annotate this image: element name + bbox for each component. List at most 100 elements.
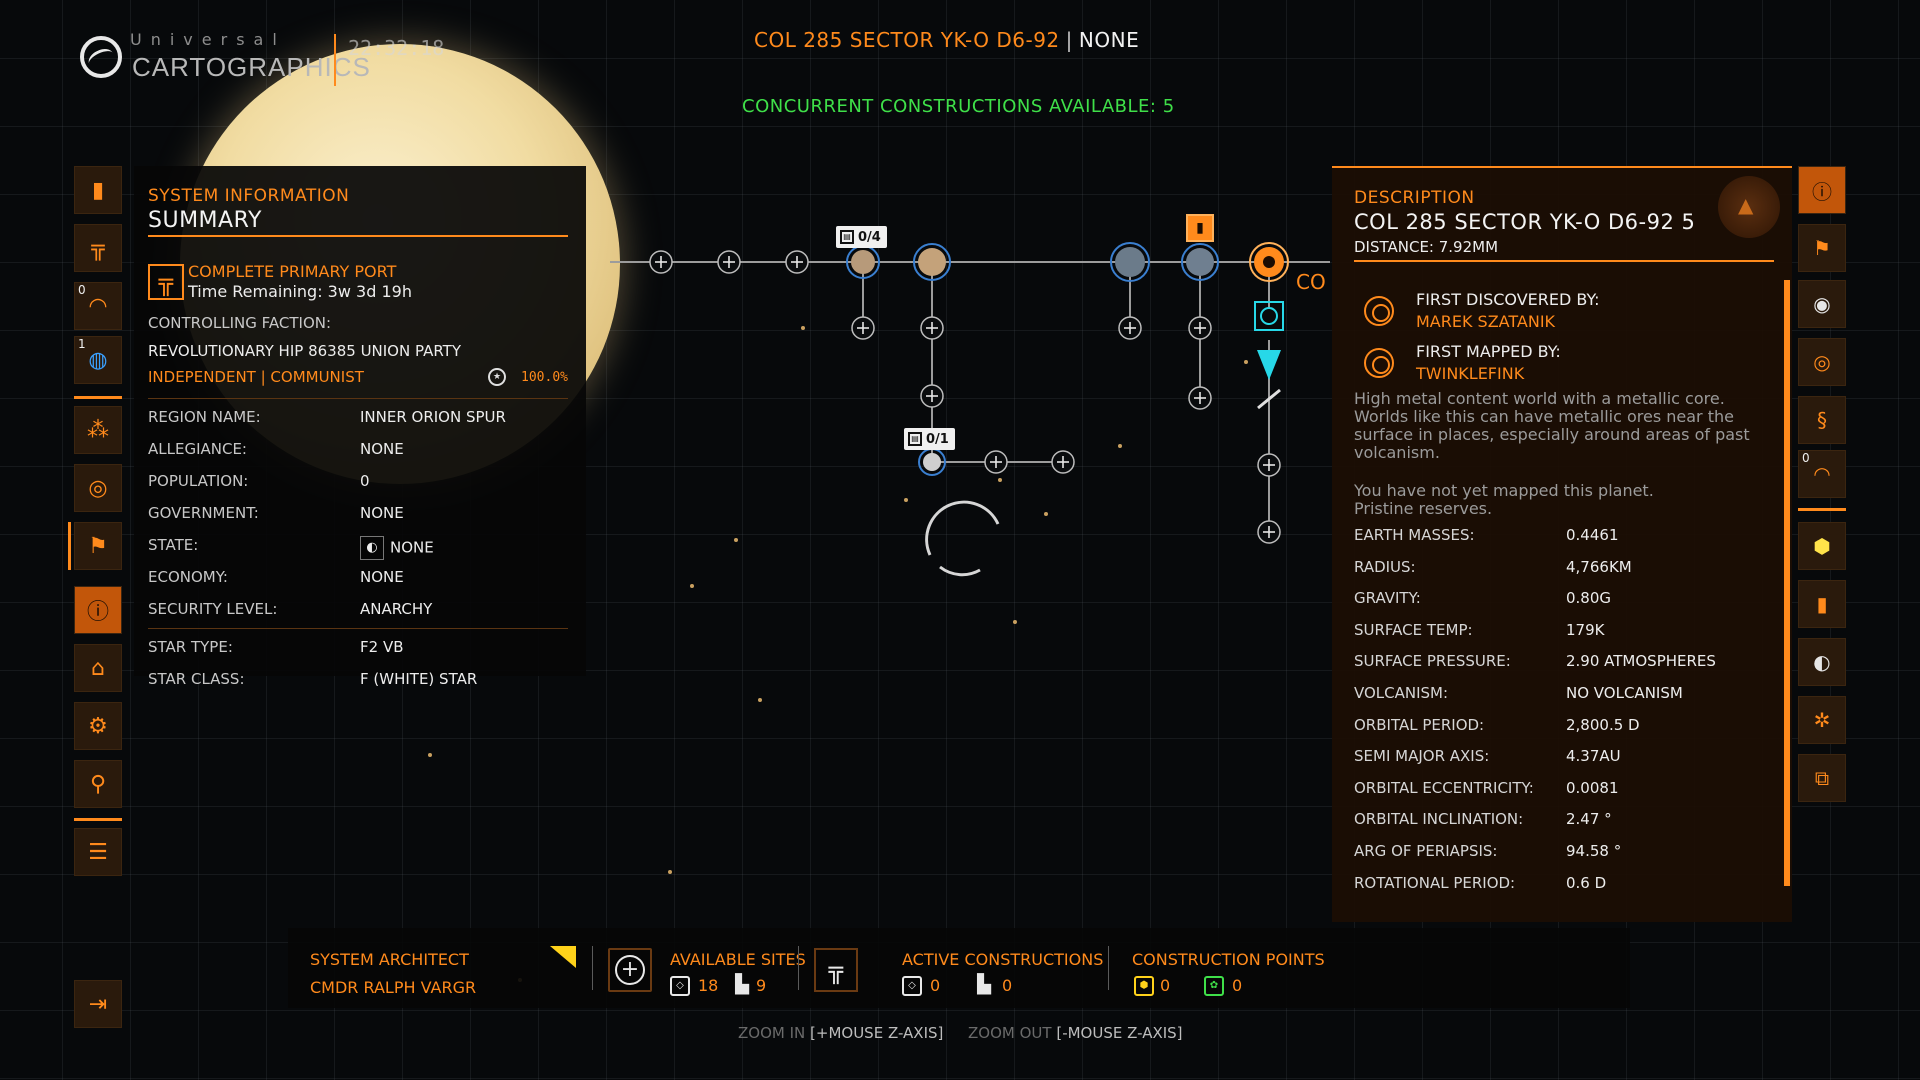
exit-icon[interactable]: ⇥ [74,980,122,1028]
dna-icon[interactable]: § [1798,396,1846,444]
route-icon[interactable]: ⁂ [74,406,122,454]
add-site-node[interactable] [1257,453,1281,477]
construction-icon[interactable]: ╦ [74,224,122,272]
background-star [1118,444,1122,448]
gear-icon[interactable]: ⚙ [74,702,122,750]
flag-icon[interactable]: ⚑ [1798,224,1846,272]
background-star [904,498,908,502]
tier3-points: 0 [1232,976,1243,995]
bookmark-icon[interactable]: ▮ [1798,580,1846,628]
pin-icon[interactable]: ⬢ [1798,522,1846,570]
port-time-remaining: Time Remaining: 3w 3d 19h [188,282,412,301]
globe-icon[interactable]: 1◍ [74,336,122,384]
tier2-points: 0 [1160,976,1171,995]
first-discovered-label: FIRST DISCOVERED BY: [1416,290,1600,309]
zoom-out-hint: ZOOM OUT [-MOUSE Z-AXIS] [968,1024,1183,1042]
construction-button[interactable]: ╦ [814,948,858,992]
background-star [734,538,738,542]
add-site-node[interactable] [920,316,944,340]
property-row: SURFACE TEMP:179K [1354,620,1605,639]
target-icon[interactable]: ◎ [74,464,122,512]
divider [1354,260,1774,262]
mapped-icon [1364,348,1394,378]
planet-node[interactable] [913,243,951,281]
add-site-node[interactable] [984,450,1008,474]
map-partial-label: CO [1296,270,1326,294]
section-label: DESCRIPTION [1354,188,1475,208]
bank-icon[interactable]: ⌂ [74,644,122,692]
surface-site-icon: ▙ [735,974,749,995]
copy-icon[interactable]: ⧉ [1798,754,1846,802]
state-icon: ◐ [360,536,384,560]
add-site-node[interactable] [649,250,673,274]
planet-node[interactable] [846,245,880,279]
system-info-panel: SYSTEM INFORMATION SUMMARY ╦ COMPLETE PR… [134,166,586,688]
divider [148,398,568,399]
faction-label: CONTROLLING FACTION: [148,314,332,332]
tier3-points-icon: ✿ [1204,976,1224,996]
background-star [801,326,805,330]
logo-text-bottom: CARTOGRAPHICS [132,52,371,82]
property-row: VOLCANISM:NO VOLCANISM [1354,684,1683,702]
sidebar-divider [74,818,122,821]
property-row: ORBITAL ECCENTRICITY:0.0081 [1354,778,1619,797]
site-tag-0-4[interactable]: ▤ 0/4 [836,226,887,248]
add-site-button[interactable]: + [608,948,652,992]
description-scrollbar[interactable] [1784,280,1790,886]
background-star [758,698,762,702]
star-system-icon[interactable]: ◎ [1798,338,1846,386]
planet-icon[interactable]: 0◠ [74,282,122,330]
background-star [690,584,694,588]
add-site-node[interactable] [717,250,741,274]
add-site-node[interactable] [1188,316,1212,340]
divider [798,946,799,990]
location-pin-icon[interactable]: ⚲ [74,760,122,808]
first-mapped-name: TWINKLEFINK [1416,364,1525,383]
active-constructions-label: ACTIVE CONSTRUCTIONS [902,950,1104,969]
selected-planet-core [1263,256,1275,268]
sidebar-selection [68,522,71,570]
sidebar-divider [1798,508,1846,511]
property-row: GRAVITY:0.80G [1354,589,1612,608]
detail-economy: ECONOMY:NONE [148,568,404,586]
surface-site-icon: ▤ [908,432,922,446]
bookmark-pin-icon[interactable]: ▮ [1186,214,1214,242]
property-row: SEMI MAJOR AXIS:4.37AU [1354,747,1621,766]
port-title: COMPLETE PRIMARY PORT [188,262,397,281]
add-site-node[interactable] [1051,450,1075,474]
property-row: ROTATIONAL PERIOD:0.6 D [1354,873,1607,892]
info-eye-icon[interactable]: ⓘ [1798,166,1846,214]
site-tag-0-1[interactable]: ▤ 0/1 [904,428,955,450]
system-header: COL 285 SECTOR YK-O D6-92|NONE [754,28,1139,52]
planet-node[interactable] [1181,243,1219,281]
bookmark-icon[interactable]: ▮ [74,166,122,214]
add-site-node[interactable] [1118,316,1142,340]
detail-star-class: STAR CLASS:F (WHITE) STAR [148,670,478,688]
faction-influence: 100.0% [521,370,568,385]
planet-icon[interactable]: 0◠ [1798,450,1846,498]
first-mapped-label: FIRST MAPPED BY: [1416,342,1561,361]
system-name: COL 285 SECTOR YK-O D6-92 [754,28,1060,52]
moon-icon[interactable]: ◐ [1798,638,1846,686]
add-site-node[interactable] [851,316,875,340]
planet-node[interactable] [1110,242,1150,282]
description-text: High metal content world with a metallic… [1354,389,1750,462]
add-site-node[interactable] [920,384,944,408]
add-site-node[interactable] [785,250,809,274]
background-star [998,478,1002,482]
flag-planet-icon[interactable]: ⚑ [74,522,122,570]
cluster-icon[interactable]: ✲ [1798,696,1846,744]
logo-divider [334,34,336,86]
property-row: ARG OF PERIAPSIS:94.58 ° [1354,842,1622,860]
add-site-node[interactable] [1188,386,1212,410]
info-icon[interactable]: ⓘ [74,586,122,634]
active-surface-count: 0 [1002,976,1013,995]
selected-site-marker[interactable] [1254,301,1284,410]
eye-icon[interactable]: ◉ [1798,280,1846,328]
first-discovered-name: MAREK SZATANIK [1416,312,1556,331]
add-site-node[interactable] [1257,520,1281,544]
active-space-count: 0 [930,976,941,995]
detail-region: REGION NAME:INNER ORION SPUR [148,408,506,426]
list-icon[interactable]: ☰ [74,828,122,876]
